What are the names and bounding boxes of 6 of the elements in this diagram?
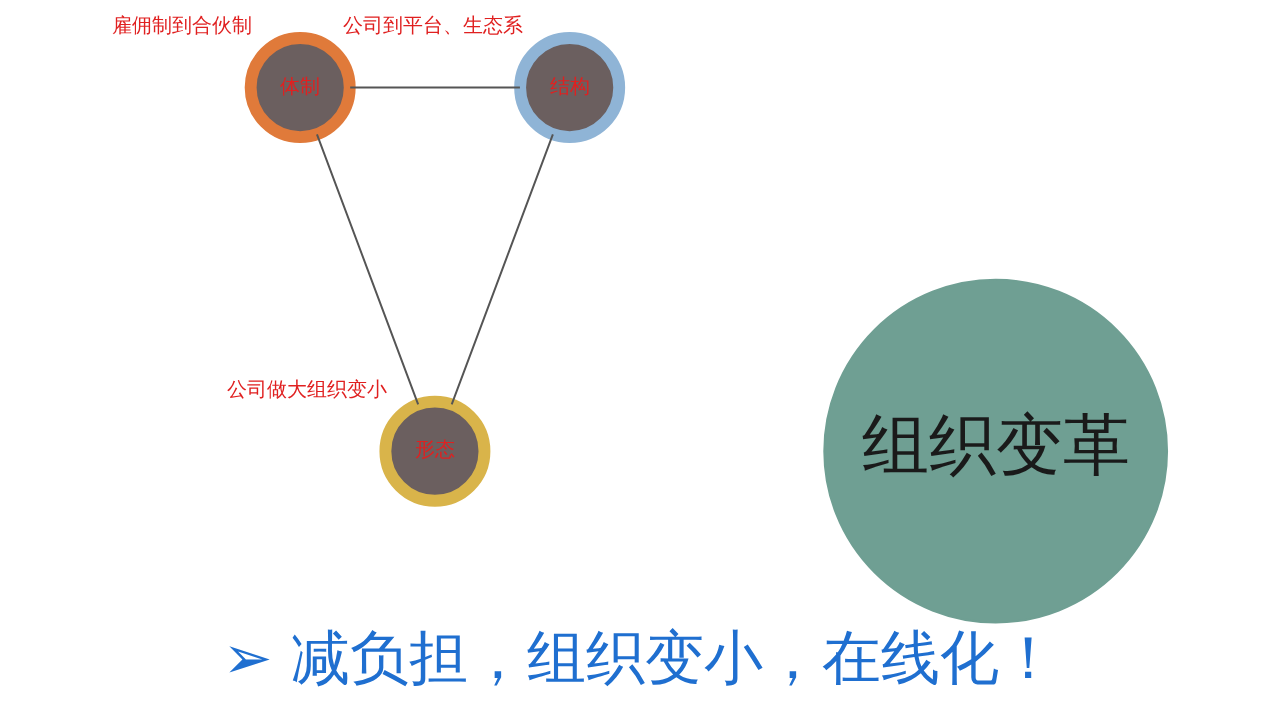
node-circle: 组织变革 (822, 278, 1168, 624)
connector (315, 133, 419, 406)
connector (348, 86, 521, 89)
caption: ➢ 减负担，组织变小，在线化！ (222, 623, 1058, 693)
connector (450, 133, 554, 406)
node-circle: 形态 (378, 395, 490, 507)
